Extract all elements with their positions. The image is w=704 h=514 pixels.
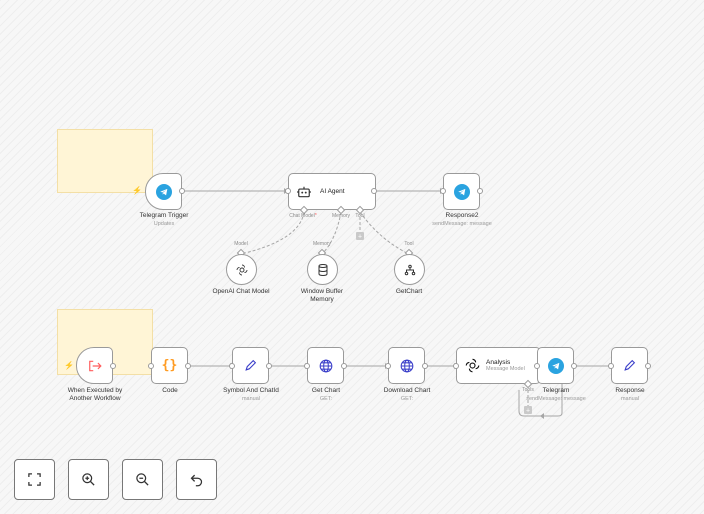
node-label: Symbol And ChatId xyxy=(223,387,279,394)
trigger-bolt-icon: ⚡ xyxy=(64,361,74,370)
database-icon xyxy=(318,263,327,276)
download-chart-node[interactable] xyxy=(388,347,425,384)
input-port[interactable] xyxy=(453,363,459,369)
chat-model-port-label: Chat Model* xyxy=(289,213,317,219)
output-port[interactable] xyxy=(371,188,377,194)
input-port[interactable] xyxy=(440,188,446,194)
tool-port-label: Tool xyxy=(404,241,414,247)
node-subtitle: sendMessage: message xyxy=(432,221,492,227)
add-analysis-tool-plus-button xyxy=(524,406,532,414)
trigger-bolt-icon: ⚡ xyxy=(132,186,142,195)
zoom-in-button[interactable] xyxy=(68,459,109,500)
input-port[interactable] xyxy=(229,363,235,369)
node-subtitle: Message Model xyxy=(486,366,525,372)
node-label: Telegram xyxy=(542,387,570,394)
pen-icon xyxy=(624,359,636,371)
node-subtitle: Updates xyxy=(153,221,175,227)
input-port[interactable] xyxy=(285,188,291,194)
arrow-head xyxy=(540,413,544,419)
undo-icon xyxy=(190,474,203,487)
output-port[interactable] xyxy=(341,363,347,369)
edge-model-to-agent xyxy=(240,211,305,255)
openai-icon xyxy=(236,264,247,275)
zoom-in-icon xyxy=(82,473,95,486)
when-executed-node[interactable] xyxy=(76,347,113,384)
output-port[interactable] xyxy=(266,363,272,369)
telegram-icon xyxy=(155,183,172,200)
memory-port-label: Memory xyxy=(331,213,351,219)
edge-memory-to-agent xyxy=(321,211,342,255)
ai-agent-node[interactable]: AI Agent xyxy=(288,173,376,210)
telegram-icon xyxy=(547,357,564,374)
node-subtitle: manual xyxy=(620,396,640,402)
add-tool-plus-button xyxy=(356,232,364,240)
sign-out-icon xyxy=(88,360,102,371)
node-label: Code xyxy=(162,387,178,394)
code-braces-icon: {} xyxy=(161,358,178,373)
fit-view-icon xyxy=(28,473,41,486)
node-subtitle: sendMessage: message xyxy=(526,396,586,402)
node-label: Telegram Trigger xyxy=(139,212,189,219)
zoom-out-button[interactable] xyxy=(122,459,163,500)
node-label: Download Chart xyxy=(383,387,431,394)
robot-icon xyxy=(297,186,311,197)
response-node[interactable] xyxy=(611,347,648,384)
edge-tool-to-agent xyxy=(359,211,410,255)
openai-icon xyxy=(465,358,480,373)
input-port[interactable] xyxy=(148,363,154,369)
input-port[interactable] xyxy=(304,363,310,369)
output-port[interactable] xyxy=(477,188,483,194)
pen-icon xyxy=(245,359,257,371)
undo-button[interactable] xyxy=(176,459,217,500)
getchart-node[interactable] xyxy=(394,254,425,285)
node-label: GetChart xyxy=(395,288,423,295)
tools-port-label: Tools xyxy=(522,387,534,393)
analysis-node[interactable]: Analysis Message Model xyxy=(456,347,541,384)
input-port[interactable] xyxy=(608,363,614,369)
output-port[interactable] xyxy=(185,363,191,369)
telegram-icon xyxy=(453,183,470,200)
node-label: Response2 xyxy=(445,212,479,219)
tool-port-label: Tool xyxy=(355,213,365,219)
svg-text:+: + xyxy=(358,234,362,241)
output-port[interactable] xyxy=(645,363,651,369)
telegram-node[interactable] xyxy=(537,347,574,384)
input-port[interactable] xyxy=(534,363,540,369)
memory-port-label: Memory xyxy=(312,241,332,247)
node-subtitle: manual xyxy=(241,396,261,402)
sticky-note-top[interactable] xyxy=(57,129,153,193)
globe-icon xyxy=(400,359,413,372)
window-buffer-memory-node[interactable] xyxy=(307,254,338,285)
node-subtitle: GET: xyxy=(400,396,414,402)
output-port[interactable] xyxy=(571,363,577,369)
symbol-and-chatid-node[interactable] xyxy=(232,347,269,384)
code-node[interactable]: {} xyxy=(151,347,188,384)
svg-text:+: + xyxy=(526,408,530,415)
node-subtitle: GET: xyxy=(319,396,333,402)
node-label: OpenAI Chat Model xyxy=(212,288,270,295)
zoom-out-icon xyxy=(136,473,149,486)
output-port[interactable] xyxy=(422,363,428,369)
output-port[interactable] xyxy=(179,188,185,194)
telegram-trigger-node[interactable] xyxy=(145,173,182,210)
node-label: Response xyxy=(615,387,645,394)
get-chart-node[interactable] xyxy=(307,347,344,384)
workflow-icon xyxy=(404,264,415,275)
response2-node[interactable] xyxy=(443,173,480,210)
node-label: AI Agent xyxy=(320,188,345,195)
node-label: Analysis xyxy=(486,359,511,366)
node-label: Window Buffer Memory xyxy=(300,288,344,303)
openai-chat-model-node[interactable] xyxy=(226,254,257,285)
node-label: When Executed by Another Workflow xyxy=(67,387,123,402)
output-port[interactable] xyxy=(110,363,116,369)
globe-icon xyxy=(319,359,332,372)
input-port[interactable] xyxy=(385,363,391,369)
node-label: Get Chart xyxy=(311,387,341,394)
model-port-label: Model xyxy=(234,241,248,247)
fit-view-button[interactable] xyxy=(14,459,55,500)
